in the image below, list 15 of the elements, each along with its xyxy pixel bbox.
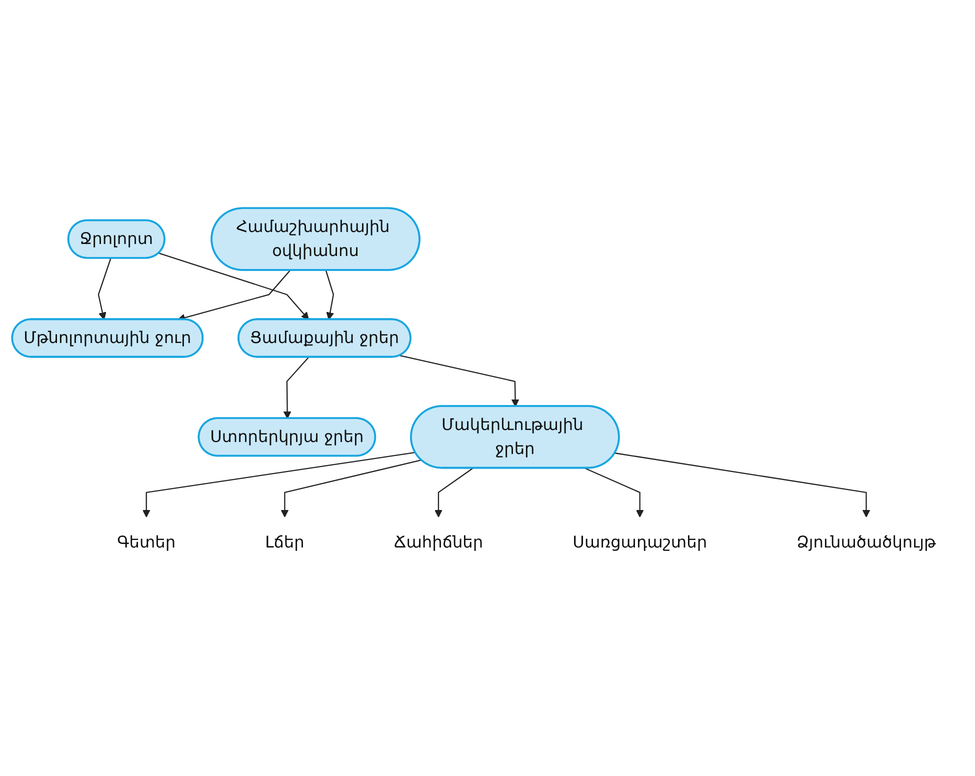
arrow [142, 452, 416, 518]
node-text: Գետեր [117, 533, 176, 552]
arrow [614, 452, 870, 518]
node-text: Լճեր [265, 533, 304, 552]
arrow [400, 354, 520, 407]
arrow [584, 468, 644, 518]
arrow [98, 258, 112, 320]
arrow [158, 252, 310, 320]
node-text: Ճահիճներ [394, 533, 484, 552]
node-text: Ձյունածածկույթ [796, 533, 936, 552]
arrow [280, 459, 422, 518]
arrow [434, 468, 474, 518]
arrow [325, 270, 334, 320]
arrow [283, 356, 310, 419]
node-text: Սառցադաշտեր [572, 533, 708, 552]
